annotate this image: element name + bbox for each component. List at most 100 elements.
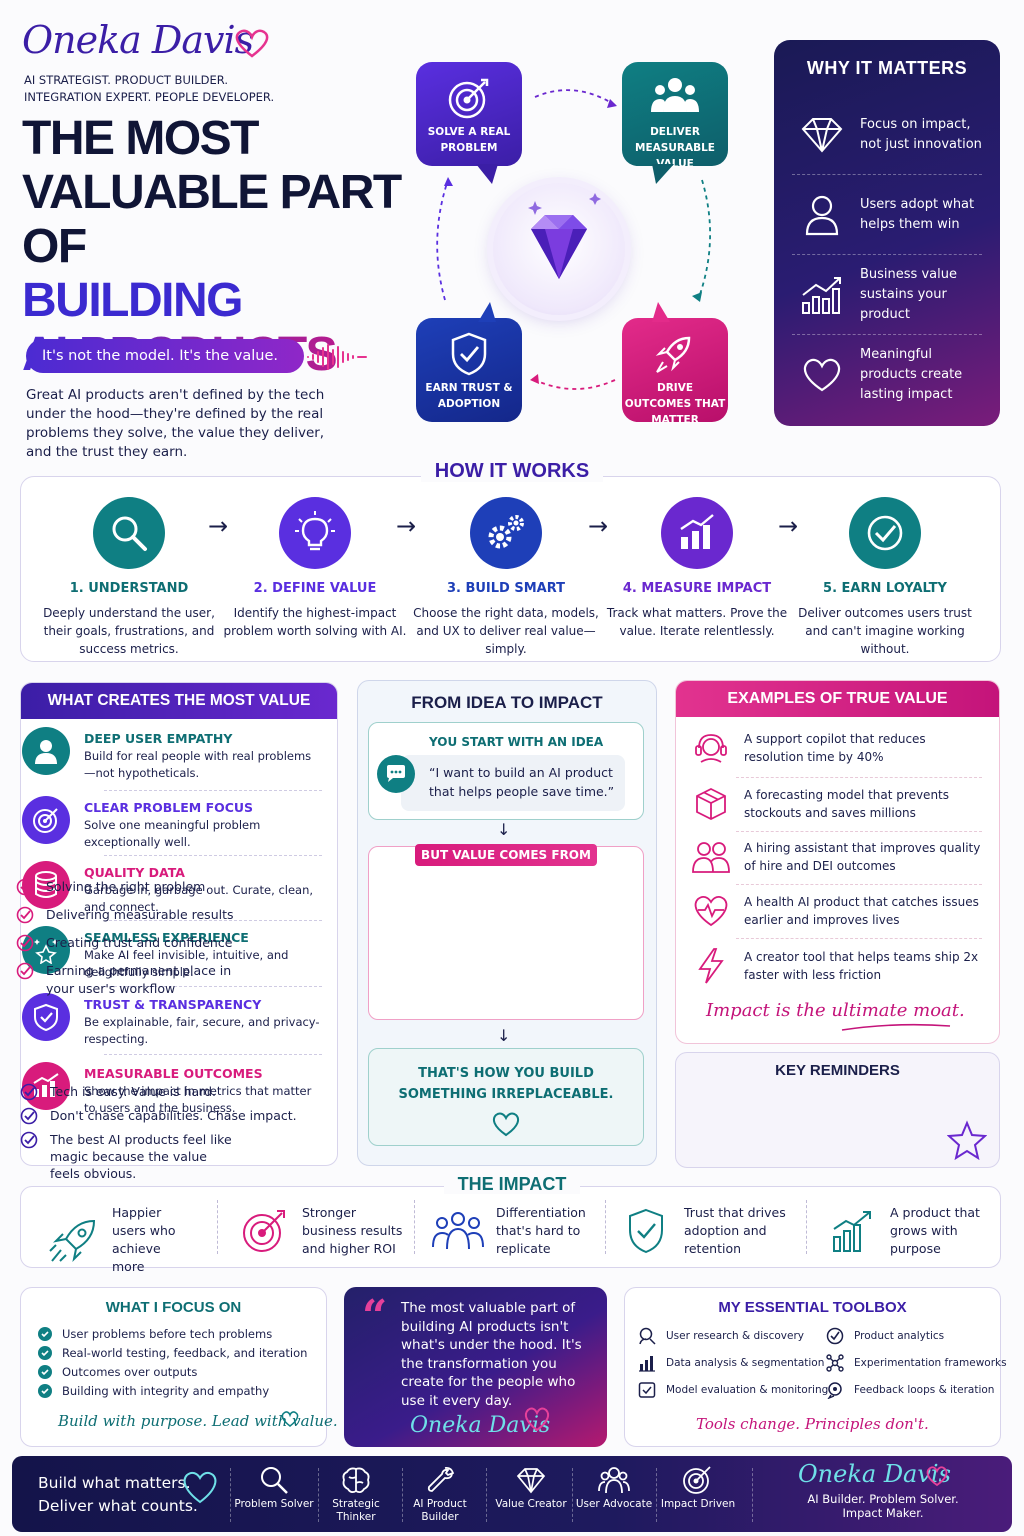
brain-icon bbox=[342, 1467, 370, 1494]
cycle-deliver-value: DELIVER MEASURABLE VALUE bbox=[622, 62, 728, 170]
divider bbox=[736, 777, 982, 778]
badge-ai-product-builder: AI Product Builder bbox=[398, 1464, 482, 1524]
examples-panel: EXAMPLES OF TRUE VALUE bbox=[675, 680, 1000, 1044]
star-icon bbox=[947, 1120, 987, 1160]
shield-check-icon bbox=[451, 332, 487, 376]
divider bbox=[104, 920, 322, 921]
brand-signature: Oneka Davis bbox=[22, 18, 254, 62]
arrow-right-icon: → bbox=[396, 512, 417, 540]
check-item: Delivering measurable results bbox=[16, 906, 234, 926]
growth-chart-icon bbox=[833, 1211, 871, 1252]
value-pill: It's not the model. It's the value. bbox=[26, 339, 304, 373]
bubble-tail bbox=[652, 164, 674, 184]
wrench-icon bbox=[427, 1466, 455, 1492]
diamond-icon bbox=[801, 117, 843, 153]
toolbox-script: Tools change. Principles don't. bbox=[696, 1415, 929, 1433]
heart-icon bbox=[803, 358, 841, 392]
why-item: Business value sustains your product bbox=[792, 255, 982, 335]
heart-icon bbox=[183, 1471, 217, 1504]
example-item: A forecasting model that prevents stocko… bbox=[688, 786, 988, 822]
heart-icon bbox=[524, 1407, 550, 1432]
irreplaceable-card: THAT'S HOW YOU BUILD SOMETHING IRREPLACE… bbox=[368, 1048, 644, 1146]
bubble-tail bbox=[652, 302, 670, 322]
arrow-down-icon: ↓ bbox=[497, 1026, 511, 1045]
arrow-right-icon: → bbox=[208, 512, 229, 540]
impact-item: Stronger business results and higher ROI bbox=[234, 1204, 404, 1258]
tool-item: Experimentation frameworks bbox=[826, 1354, 1007, 1372]
divider bbox=[414, 1200, 415, 1254]
soundwave-icon bbox=[307, 344, 367, 370]
badge-strategic-thinker: Strategic Thinker bbox=[314, 1464, 398, 1524]
why-it-matters-panel: WHY IT MATTERS Focus on impact, not just… bbox=[774, 40, 1000, 426]
badge-user-advocate: User Advocate bbox=[572, 1464, 656, 1511]
rocket-icon bbox=[655, 336, 691, 373]
focus-item: Outcomes over outputs bbox=[38, 1365, 197, 1379]
why-item: Meaningful products create lasting impac… bbox=[792, 335, 982, 415]
value-title: WHAT CREATES THE MOST VALUE bbox=[21, 683, 337, 719]
idea-quote: “I want to build an AI product that help… bbox=[401, 755, 625, 811]
heart-icon bbox=[492, 1112, 520, 1137]
divider bbox=[806, 1200, 807, 1254]
feedback-loop-icon bbox=[827, 1382, 842, 1399]
shield-check-icon bbox=[34, 1003, 58, 1031]
quote-card: “ The most valuable part of building AI … bbox=[344, 1287, 607, 1447]
divider bbox=[104, 986, 322, 987]
check-icon bbox=[38, 1346, 52, 1360]
target-icon bbox=[243, 1210, 285, 1252]
check-icon bbox=[38, 1384, 52, 1398]
group-icon bbox=[432, 1212, 484, 1250]
arrow-right-icon: → bbox=[588, 512, 609, 540]
arrow-right-icon: → bbox=[778, 512, 799, 540]
reminder-item: Don't chase capabilities. Chase impact. bbox=[20, 1107, 297, 1125]
diamond-icon bbox=[516, 1468, 546, 1494]
quote-text: The most valuable part of building AI pr… bbox=[401, 1300, 582, 1409]
footer-bar: Build what matters. Deliver what counts.… bbox=[12, 1456, 1012, 1532]
check-icon bbox=[38, 1365, 52, 1379]
divider bbox=[572, 1468, 573, 1522]
reminder-item: Tech is easy. Value is hard. bbox=[20, 1083, 216, 1101]
cycle-solve-problem: SOLVE A REAL PROBLEM bbox=[416, 62, 522, 166]
tagline: AI STRATEGIST. PRODUCT BUILDER. INTEGRAT… bbox=[24, 73, 275, 104]
why-item: Focus on impact, not just innovation bbox=[792, 95, 982, 175]
focus-item: Building with integrity and empathy bbox=[38, 1384, 269, 1398]
impact-item: A product that grows with purpose bbox=[822, 1204, 982, 1258]
reminders-panel: KEY REMINDERS bbox=[675, 1052, 1000, 1168]
heart-icon bbox=[281, 1411, 299, 1427]
heart-icon bbox=[235, 29, 269, 58]
arrow-down-icon: ↓ bbox=[497, 820, 511, 839]
divider bbox=[605, 1200, 606, 1254]
divider bbox=[230, 1468, 231, 1522]
focus-script: Build with purpose. Lead with value. bbox=[58, 1412, 338, 1430]
check-circle-icon bbox=[16, 934, 34, 952]
bubble-tail bbox=[478, 302, 496, 322]
focus-item: Real-world testing, feedback, and iterat… bbox=[38, 1346, 307, 1360]
toolbox-title: MY ESSENTIAL TOOLBOX bbox=[718, 1299, 907, 1316]
sparkle-stars-icon bbox=[34, 939, 58, 964]
impact-item: Happier users who achieve more bbox=[44, 1204, 194, 1276]
target-icon bbox=[683, 1466, 711, 1494]
intro-text: Great AI products aren't defined by the … bbox=[26, 387, 325, 460]
focus-title: WHAT I FOCUS ON bbox=[105, 1299, 242, 1316]
divider bbox=[752, 1468, 753, 1522]
idea-title: FROM IDEA TO IMPACT bbox=[411, 693, 603, 712]
heart-icon bbox=[926, 1466, 948, 1487]
idea-card: YOU START WITH AN IDEA “I want to build … bbox=[368, 722, 644, 820]
search-icon bbox=[261, 1467, 288, 1494]
analytics-check-icon bbox=[826, 1327, 844, 1345]
why-title: WHY IT MATTERS bbox=[806, 58, 968, 78]
check-icon bbox=[38, 1327, 52, 1341]
check-item: Creating trust and confidence bbox=[16, 934, 232, 954]
reminders-title: KEY REMINDERS bbox=[775, 1062, 900, 1079]
badge-problem-solver: Problem Solver bbox=[232, 1464, 316, 1511]
example-item: A support copilot that reduces resolutio… bbox=[688, 730, 988, 766]
cycle-drive-outcomes: DRIVE OUTCOMES THAT MATTER bbox=[622, 318, 728, 426]
toolbox-panel: MY ESSENTIAL TOOLBOX bbox=[624, 1287, 1001, 1447]
check-circle-icon bbox=[20, 1083, 38, 1101]
divider bbox=[402, 1468, 403, 1522]
divider bbox=[736, 831, 982, 832]
why-item: Users adopt what helps them win bbox=[792, 175, 982, 255]
